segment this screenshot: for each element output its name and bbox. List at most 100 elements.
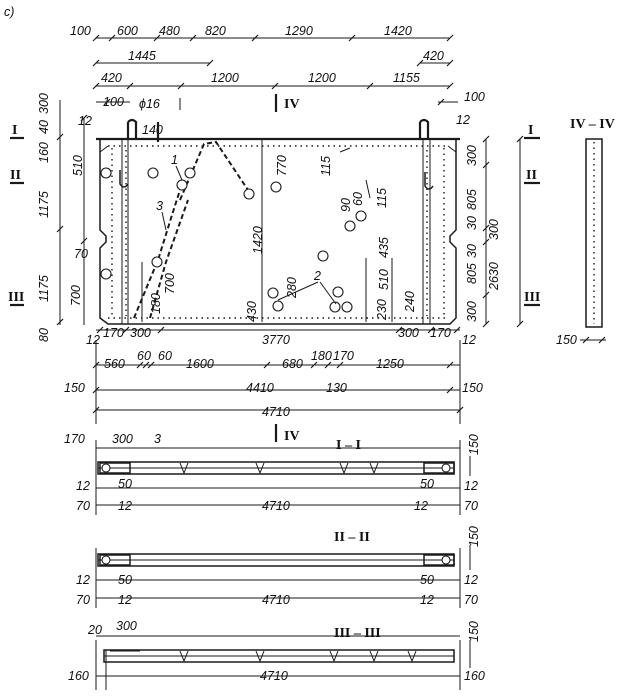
dim-115-top: 115 [319,156,333,176]
dim-iii-4710: 4710 [260,669,288,683]
hole [176,179,188,191]
dim-iii-160-right: 160 [464,669,485,683]
dim-b3-130: 130 [326,381,347,395]
dim-b2-60-a: 60 [137,349,151,363]
section-ii-left: II [10,168,21,183]
dim-ii-70-right: 70 [464,593,478,607]
dim-700-inner: 700 [163,273,177,294]
section-iii-right: III [524,290,540,305]
dim-b3-150-left: 150 [64,381,85,395]
dim-240: 240 [403,291,417,313]
hole [270,181,282,193]
hole [341,301,353,313]
dim-140: 140 [142,123,163,137]
dim-right-12: 12 [456,113,470,127]
figure-label: c) [4,5,14,19]
bottom-dimension-chains: 12 170 300 3770 300 170 12 80 560 60 60 … [64,326,483,424]
dim-ii-12-inner-right: 12 [420,593,434,607]
dim-ii-50-left: 50 [118,573,132,587]
dim-i-50-left: 50 [118,477,132,491]
dim-top-820: 820 [205,24,226,38]
dim-b1-3770: 3770 [262,333,290,347]
dim-iii-20: 20 [87,623,102,637]
dim-230: 230 [375,299,389,321]
section-iii-left: III [8,290,24,305]
dim-b3-4410: 4410 [246,381,274,395]
dim-i-12-right: 12 [464,479,478,493]
section-iii-iii-title: III – III [334,626,381,641]
dim-60: 60 [351,192,365,206]
dim-right-2630: 2630 [487,262,501,291]
dim-b2-170: 170 [333,349,354,363]
dim-top-420-left: 420 [101,71,122,85]
left-section-markers: I II III [8,123,24,307]
section-ii-ii: II – II 150 12 50 50 12 70 12 4710 12 70 [76,526,481,608]
hole [329,301,341,313]
dim-b1-170-left: 170 [103,326,124,340]
dim-280: 280 [285,277,299,299]
dim-top-420-right: 420 [423,49,444,63]
dim-left-700: 700 [69,285,83,306]
dim-i-300: 300 [112,432,133,446]
dim-b2-680: 680 [282,357,303,371]
dim-b1-300-left: 300 [130,326,151,340]
dim-top-100-right: 100 [464,90,485,104]
dim-left-12: 12 [78,114,92,128]
dim-ii-12-left: 12 [76,573,90,587]
dim-i-170: 170 [64,432,85,446]
panel-plan [96,118,460,325]
section-ii-ii-title: II – II [334,530,370,545]
dim-435: 435 [377,237,391,258]
section-i-i: I – I 170 300 3 150 12 50 50 12 70 12 47… [64,432,481,515]
dim-115-mid: 115 [375,188,389,208]
dim-top-480: 480 [159,24,180,38]
dim-b2-180: 180 [311,349,332,363]
hole [272,300,284,312]
hole [344,220,356,232]
dim-top-100: 100 [70,24,91,38]
callout-2: 2 [313,269,321,283]
dim-b1-12-left: 12 [86,333,100,347]
section-iv-bottom-label: IV [284,429,300,444]
dim-top-1290: 1290 [285,24,313,38]
hole [101,555,111,565]
dim-770: 770 [275,155,289,176]
hole [441,463,451,473]
hole [101,463,111,473]
section-iv-iv-title: IV – IV [570,117,615,132]
dim-ii-12-inner-left: 12 [118,593,132,607]
dim-b1-300-right: 300 [398,326,419,340]
dim-right-300-mid: 300 [487,219,501,240]
hole [267,287,279,299]
interior-dimensions: 140 770 115 90 60 115 435 510 1420 700 1… [142,123,417,322]
dim-iii-150: 150 [467,621,481,642]
dim-430: 430 [245,301,259,322]
hole [100,268,112,280]
rebar-diameter-label: ϕ16 [139,97,160,111]
dim-top-1155: 1155 [393,71,420,85]
right-section-markers: I II III [524,123,540,307]
section-i-right: I [528,123,533,138]
dim-top-1445: 1445 [128,49,156,63]
top-dimension-chains: 100 600 480 820 1290 1420 1445 420 420 1… [70,24,485,111]
section-i-left: I [12,123,17,138]
hole [332,286,344,298]
dim-i-150: 150 [467,434,481,455]
dim-iii-300: 300 [116,619,137,633]
dim-b2-560: 560 [104,357,125,371]
dim-top-1200-b: 1200 [308,71,336,85]
left-vertical-dimensions: 300 40 160 510 1175 1175 700 80 70 12 [37,93,92,342]
hole [317,250,329,262]
dim-i-12-left: 12 [76,479,90,493]
dim-90: 90 [339,198,353,212]
section-iv-markers: IV IV [274,94,300,444]
dim-ii-70-left: 70 [76,593,90,607]
dim-left-160: 160 [37,142,51,163]
hole [151,256,163,268]
dim-ii-150: 150 [467,526,481,547]
section-iv-top-label: IV [284,97,300,112]
hole [441,555,451,565]
dim-i-50-right: 50 [420,477,434,491]
hole [355,210,367,222]
